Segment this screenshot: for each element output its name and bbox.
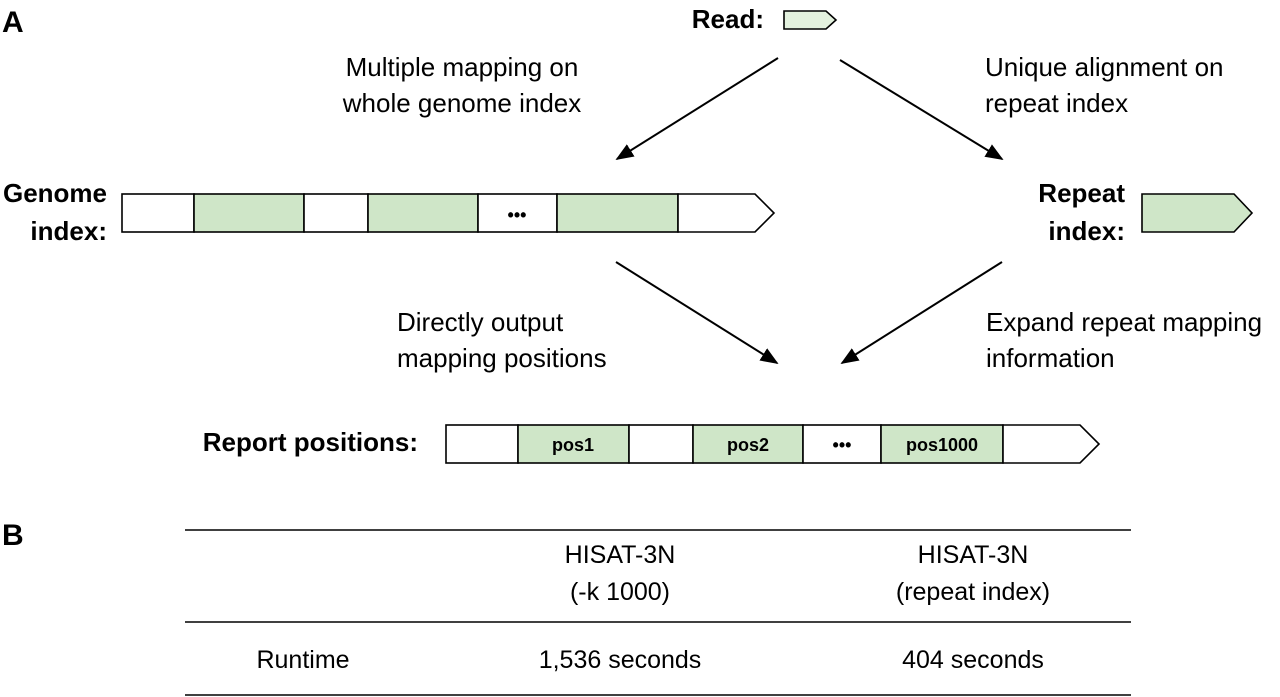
direct-output-line2: mapping positions bbox=[397, 343, 607, 373]
expand-repeat-line2: information bbox=[986, 343, 1115, 373]
row-label-runtime: Runtime bbox=[256, 646, 349, 674]
arrow-repeat-to-report bbox=[840, 261, 1003, 364]
pos1000-label: pos1000 bbox=[906, 435, 978, 455]
multi-mapping-line2: whole genome index bbox=[342, 88, 582, 118]
unique-alignment-line2: repeat index bbox=[985, 88, 1128, 118]
direct-output-line1: Directly output bbox=[397, 307, 564, 337]
genome-ellipsis: ••• bbox=[508, 205, 527, 225]
genome-index-label-line1: Genome bbox=[3, 178, 107, 208]
report-segment-arrowhead bbox=[1002, 424, 1101, 464]
report-segment-pos1 bbox=[517, 424, 630, 464]
genome-segment bbox=[303, 193, 369, 233]
genome-segment-ellipsis bbox=[477, 193, 558, 233]
report-positions-label: Report positions: bbox=[203, 427, 418, 457]
runtime-table: HISAT-3N (-k 1000) HISAT-3N (repeat inde… bbox=[185, 529, 1131, 696]
genome-segment-repeat bbox=[367, 193, 479, 233]
genome-segment-repeat bbox=[556, 193, 679, 233]
multi-mapping-line1: Multiple mapping on bbox=[346, 52, 579, 82]
panel-a-label: A bbox=[2, 6, 24, 39]
col1-header-line2: (-k 1000) bbox=[570, 578, 670, 606]
panel-b-label: B bbox=[2, 519, 24, 552]
col2-header-line2: (repeat index) bbox=[896, 578, 1050, 606]
genome-segment-arrowhead bbox=[677, 193, 776, 233]
col1-header-line1: HISAT-3N bbox=[565, 541, 676, 569]
runtime-value-repeat-index: 404 seconds bbox=[902, 646, 1044, 674]
genome-index-label-line2: index: bbox=[30, 216, 107, 246]
arrow-read-to-genome bbox=[615, 57, 779, 160]
report-segment-pos1000 bbox=[880, 424, 1004, 464]
genome-segment-repeat bbox=[193, 193, 305, 233]
pos1-label: pos1 bbox=[552, 435, 594, 455]
arrow-genome-to-report bbox=[615, 261, 779, 364]
arrow-read-to-repeat bbox=[839, 59, 1004, 160]
expand-repeat-line1: Expand repeat mapping bbox=[986, 307, 1262, 337]
genome-index-bar: ••• bbox=[121, 193, 776, 233]
genome-segment bbox=[121, 193, 195, 233]
read-label: Read: bbox=[692, 4, 764, 34]
runtime-value-k1000: 1,536 seconds bbox=[539, 646, 702, 674]
report-segment bbox=[445, 424, 519, 464]
repeat-index-label-line2: index: bbox=[1048, 216, 1125, 246]
report-segment-pos2 bbox=[692, 424, 804, 464]
unique-alignment-line1: Unique alignment on bbox=[985, 52, 1224, 82]
report-positions-bar: pos1 pos2 ••• pos1000 bbox=[445, 424, 1101, 464]
repeat-index-label-line1: Repeat bbox=[1038, 178, 1125, 208]
repeat-index-shape bbox=[1141, 193, 1254, 233]
report-segment bbox=[628, 424, 694, 464]
col2-header-line1: HISAT-3N bbox=[918, 541, 1029, 569]
report-ellipsis: ••• bbox=[833, 435, 852, 455]
read-shape bbox=[783, 10, 838, 30]
pos2-label: pos2 bbox=[727, 435, 769, 455]
